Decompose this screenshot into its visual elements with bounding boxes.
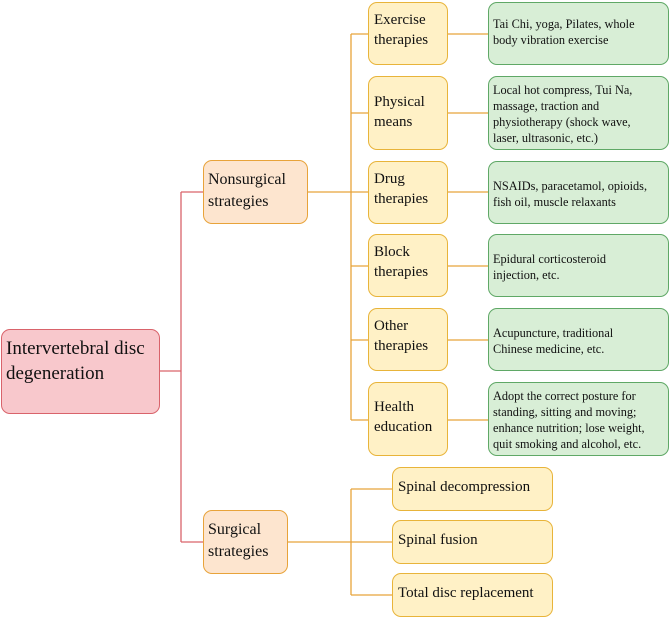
node-label: Spinal decompression — [398, 479, 531, 495]
nonsurgical-label-line2: strategies — [208, 193, 269, 210]
node-label-line2: education — [374, 419, 433, 435]
leaf-connectors — [448, 33, 488, 421]
node-label-line2: therapies — [374, 264, 429, 280]
other-therapies-node: Other therapies — [368, 308, 448, 371]
surgical-connectors — [288, 488, 392, 596]
detail-line: Epidural corticosteroid — [493, 252, 607, 266]
root-connectors — [160, 191, 203, 543]
block-therapies-node: Block therapies — [368, 234, 448, 297]
detail-line: physiotherapy (shock wave, — [493, 115, 631, 129]
detail-line: enhance nutrition; lose weight, — [493, 421, 645, 435]
nonsurgical-connectors — [308, 33, 368, 421]
surgical-label-line2: strategies — [208, 543, 269, 560]
physical-means-node: Physical means — [368, 76, 448, 150]
surgical-node: Surgical strategies — [203, 510, 288, 574]
drug-therapies-node: Drug therapies — [368, 161, 448, 224]
detail-line: massage, traction and — [493, 99, 600, 113]
detail-line: laser, ultrasonic, etc.) — [493, 131, 599, 145]
physical-detail-node: Local hot compress, Tui Na, massage, tra… — [488, 76, 669, 150]
detail-line: fish oil, muscle relaxants — [493, 195, 616, 209]
node-label-line1: Drug — [374, 171, 405, 187]
detail-line: body vibration exercise — [493, 33, 609, 47]
nonsurgical-label-line1: Nonsurgical — [208, 171, 286, 188]
exercise-therapies-node: Exercise therapies — [368, 2, 448, 65]
drug-detail-node: NSAIDs, paracetamol, opioids, fish oil, … — [488, 161, 669, 224]
node-label-line1: Other — [374, 318, 409, 334]
node-label-line1: Health — [374, 399, 414, 415]
nonsurgical-node: Nonsurgical strategies — [203, 160, 308, 224]
node-label-line2: means — [374, 114, 413, 130]
node-label-line1: Physical — [374, 94, 425, 110]
node-label-line2: therapies — [374, 191, 429, 207]
node-label-line2: therapies — [374, 338, 429, 354]
exercise-detail-node: Tai Chi, yoga, Pilates, whole body vibra… — [488, 2, 669, 65]
node-label-line1: Block — [374, 244, 410, 260]
detail-line: standing, sitting and moving; — [493, 405, 637, 419]
node-label-line1: Exercise — [374, 12, 426, 28]
surgical-label-line1: Surgical — [208, 521, 262, 538]
node-label: Total disc replacement — [398, 585, 534, 601]
detail-line: Local hot compress, Tui Na, — [493, 83, 633, 97]
total-disc-replacement-node: Total disc replacement — [392, 573, 553, 617]
node-label-line2: therapies — [374, 32, 429, 48]
health-education-node: Health education — [368, 382, 448, 456]
detail-line: Adopt the correct posture for — [493, 389, 636, 403]
detail-line: quit smoking and alcohol, etc. — [493, 437, 642, 451]
spinal-fusion-node: Spinal fusion — [392, 520, 553, 564]
block-detail-node: Epidural corticosteroid injection, etc. — [488, 234, 669, 297]
root-label-line1: Intervertebral disc — [6, 338, 145, 359]
detail-line: Chinese medicine, etc. — [493, 342, 605, 356]
root-node: Intervertebral disc degeneration — [1, 329, 160, 414]
health-detail-node: Adopt the correct posture for standing, … — [488, 382, 669, 456]
detail-line: Tai Chi, yoga, Pilates, whole — [493, 17, 635, 31]
detail-line: injection, etc. — [493, 268, 560, 282]
root-label-line2: degeneration — [6, 363, 105, 384]
detail-line: NSAIDs, paracetamol, opioids, — [493, 179, 648, 193]
detail-line: Acupuncture, traditional — [493, 326, 614, 340]
other-detail-node: Acupuncture, traditional Chinese medicin… — [488, 308, 669, 371]
spinal-decompression-node: Spinal decompression — [392, 467, 553, 511]
node-label: Spinal fusion — [398, 532, 478, 548]
